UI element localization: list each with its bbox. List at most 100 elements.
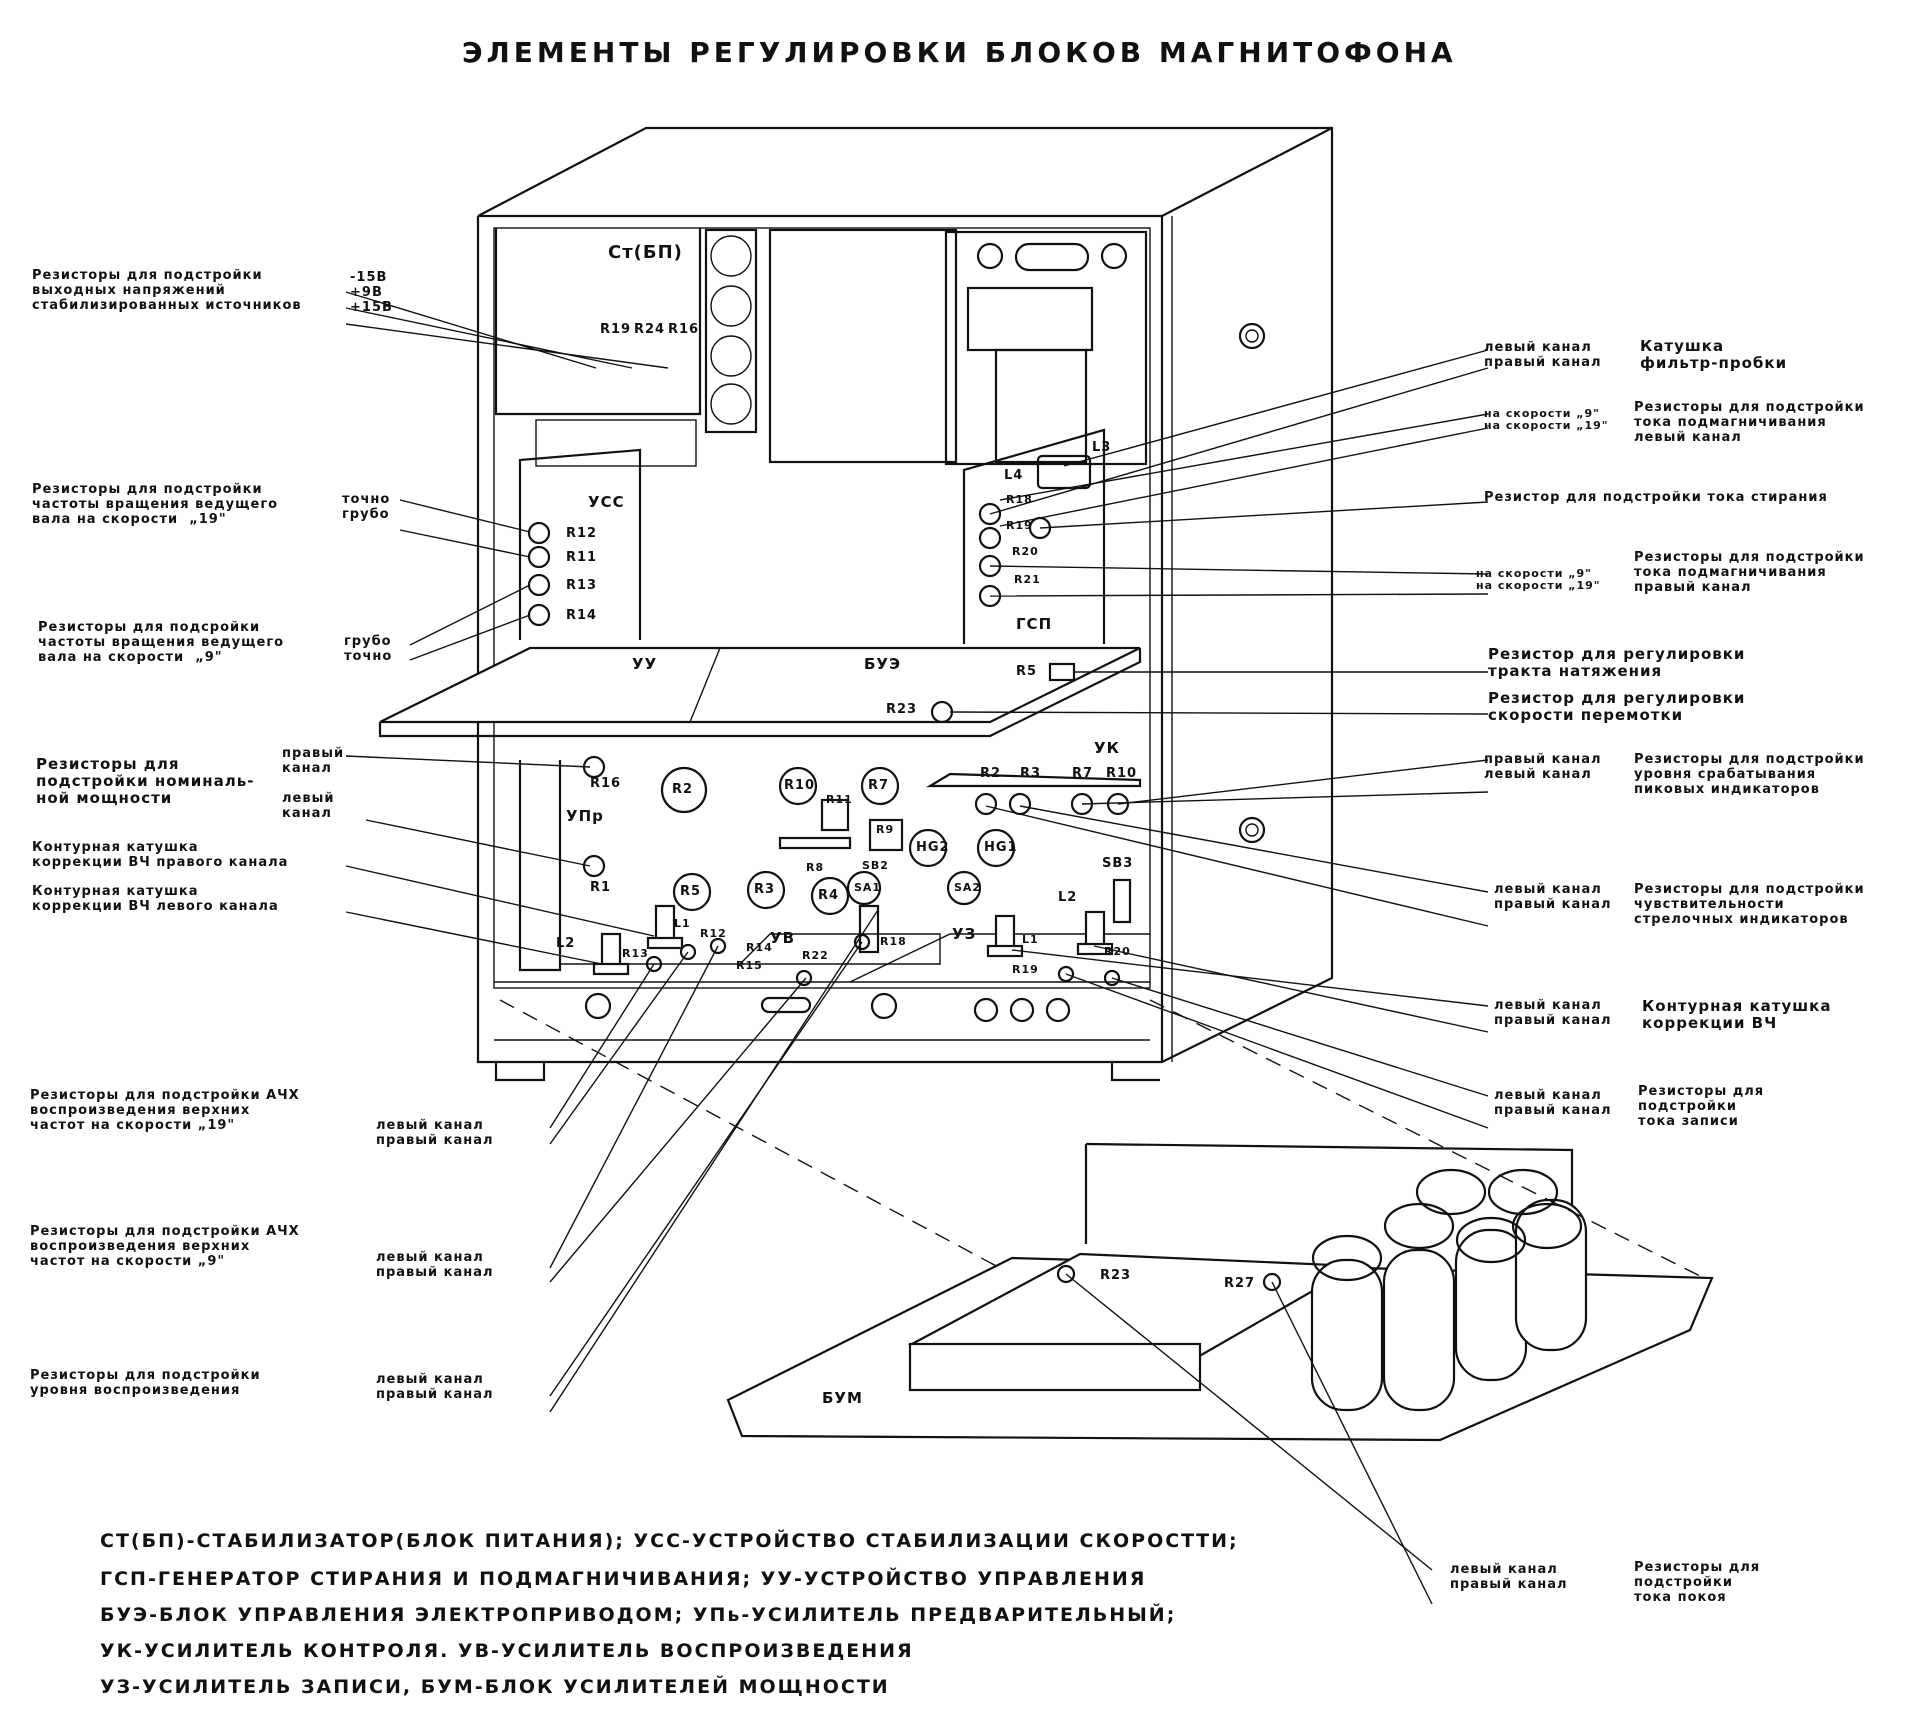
block-label-gsp: ГСП [1016, 615, 1053, 633]
component-uk-r10: R10 [1106, 766, 1138, 781]
component-gsp-r20: R20 [1012, 545, 1039, 558]
chassis-body [476, 126, 1334, 1082]
capacitor-bank [1310, 1168, 1588, 1412]
component-st-r16: R16 [668, 322, 700, 337]
component-bum-r23: R23 [1100, 1268, 1132, 1283]
annotation-speed19-opts: точно грубо [342, 492, 391, 522]
component-uv-r14: R14 [746, 941, 773, 954]
bum-block [726, 1142, 1714, 1442]
annotation-idle-channels: левый канал правый канал [1450, 1562, 1568, 1592]
component-gsp-r21: R21 [1014, 573, 1041, 586]
component-sb2: SB2 [862, 859, 889, 872]
annotation-stab: Резисторы для подстройки выходных напряж… [32, 268, 302, 313]
annotation-filter: Катушка фильтр-пробки [1640, 337, 1788, 372]
annotation-tension: Резистор для регулировки тракта натяжени… [1488, 645, 1746, 680]
component-uk-r3: R3 [1020, 766, 1042, 781]
component-uv-r9: R9 [876, 823, 895, 836]
annotation-rec-channels: левый канал правый канал [1494, 1088, 1612, 1118]
projection-lines [499, 999, 1705, 1279]
annotation-rec: Резисторы для подстройки тока записи [1638, 1084, 1765, 1129]
component-gsp-r19: R19 [1006, 519, 1033, 532]
legend-line-1: СТ(БП)-СТАБИЛИЗАТОР(БЛОК ПИТАНИЯ); УСС-У… [100, 1530, 1239, 1552]
annotation-play: Резисторы для подстройки уровня воспроиз… [30, 1368, 261, 1398]
component-uv-r5: R5 [680, 884, 702, 899]
component-uss-r13: R13 [566, 578, 598, 593]
component-sa2: SA2 [954, 881, 982, 894]
block-label-bum: БУМ [822, 1389, 863, 1407]
annotation-coilhf: Контурная катушка коррекции ВЧ [1642, 997, 1832, 1032]
component-gsp-l3: L3 [1092, 440, 1112, 455]
annotation-bias-right: Резисторы для подстройки тока подмагничи… [1634, 550, 1865, 595]
annotation-speed19: Резисторы для подстройки частоты вращени… [32, 482, 279, 527]
component-uk-r2: R2 [980, 766, 1002, 781]
component-st-r24: R24 [634, 322, 666, 337]
component-uss-r11: R11 [566, 550, 598, 565]
component-sb3: SB3 [1102, 856, 1134, 871]
block-label-uv: УВ [770, 929, 795, 947]
annotation-erase: Резистор для подстройки тока стирания [1484, 490, 1828, 505]
lower-boards [518, 755, 1150, 987]
annotation-coilhf-channels: левый канал правый канал [1494, 998, 1612, 1028]
annotation-rewind: Резистор для регулировки скорости перемо… [1488, 689, 1746, 724]
component-uv-r11: R11 [826, 793, 853, 806]
component-uss-r14: R14 [566, 608, 598, 623]
component-l2-left: L2 [556, 936, 576, 951]
annotation-afc9: Резисторы для подстройки АЧХ воспроизвед… [30, 1224, 300, 1269]
annotation-power: Резисторы для подстройки номиналь- ной м… [36, 755, 255, 807]
annotation-bias-left-speeds: на скорости „9" на скорости „19" [1484, 407, 1609, 432]
annotation-bias-left: Резисторы для подстройки тока подмагничи… [1634, 400, 1865, 445]
component-uv-r8: R8 [806, 861, 825, 874]
annotation-sens: Резисторы для подстройки чувствительност… [1634, 882, 1865, 927]
component-gsp-r18: R18 [1006, 493, 1033, 506]
component-uv-r3: R3 [754, 882, 776, 897]
component-uv-r10: R10 [784, 778, 816, 793]
component-uv-r22: R22 [802, 949, 829, 962]
annotation-filter-channels: левый канал правый канал [1484, 340, 1602, 370]
component-uv-r12: R12 [700, 927, 727, 940]
block-label-upr: УПр [566, 807, 604, 825]
component-uv-r15: R15 [736, 959, 763, 972]
legend-line-2: ГСП-ГЕНЕРАТОР СТИРАНИЯ И ПОДМАГНИЧИВАНИЯ… [100, 1568, 1147, 1590]
block-label-uu: УУ [632, 655, 658, 673]
block-label-st: Ст(БП) [608, 242, 683, 263]
annotation-stab-voltages: -15В +9В +15В [350, 270, 393, 315]
annotation-coil-right: Контурная катушка коррекции ВЧ правого к… [32, 840, 289, 870]
component-l1-right: L1 [1022, 933, 1039, 946]
component-bum-r27: R27 [1224, 1276, 1256, 1291]
block-label-uz: УЗ [952, 925, 977, 943]
block-label-uk: УК [1094, 739, 1120, 757]
annotation-play-channels: левый канал правый канал [376, 1372, 494, 1402]
component-uk-r7: R7 [1072, 766, 1094, 781]
annotation-afc19: Резисторы для подстройки АЧХ воспроизвед… [30, 1088, 300, 1133]
component-bue-r5: R5 [1016, 664, 1038, 679]
component-uv-r18: R18 [880, 935, 907, 948]
annotation-afc19-channels: левый канал правый канал [376, 1118, 494, 1148]
annotation-power-channels: правый канал левый канал [282, 746, 345, 821]
component-hg2: HG2 [916, 840, 950, 855]
component-uz-r20: R20 [1104, 945, 1131, 958]
uu-bue-shelf [378, 646, 1142, 738]
annotation-afc9-channels: левый канал правый канал [376, 1250, 494, 1280]
component-l2-right: L2 [1058, 890, 1078, 905]
uss-board [518, 419, 697, 640]
annotation-idle: Резисторы для подстройки тока покоя [1634, 1560, 1761, 1605]
legend-line-3: БУЭ-БЛОК УПРАВЛЕНИЯ ЭЛЕКТРОПРИВОДОМ; УПь… [100, 1604, 1177, 1626]
component-uss-r12: R12 [566, 526, 598, 541]
legend-line-4: УК-УСИЛИТЕЛЬ КОНТРОЛЯ. УВ-УСИЛИТЕЛЬ ВОСП… [100, 1640, 914, 1662]
annotation-speed9: Резисторы для подсройки частоты вращения… [38, 620, 285, 665]
component-sa1: SA1 [854, 881, 882, 894]
annotation-sens-channels: левый канал правый канал [1494, 882, 1612, 912]
component-upr-r16: R16 [590, 776, 622, 791]
block-label-bue: БУЭ [864, 655, 902, 673]
component-uv-r2: R2 [672, 782, 694, 797]
annotation-bias-right-speeds: на скорости „9" на скорости „19" [1476, 567, 1601, 592]
component-st-r19: R19 [600, 322, 632, 337]
component-uv-r13: R13 [622, 947, 649, 960]
component-bue-r23: R23 [886, 702, 918, 717]
component-upr-r1: R1 [590, 880, 612, 895]
component-uz-r19: R19 [1012, 963, 1039, 976]
page-title: ЭЛЕМЕНТЫ РЕГУЛИРОВКИ БЛОКОВ МАГНИТОФОНА [462, 36, 1457, 69]
annotation-speed9-opts: грубо точно [344, 634, 393, 664]
component-uv-r4: R4 [818, 888, 840, 903]
